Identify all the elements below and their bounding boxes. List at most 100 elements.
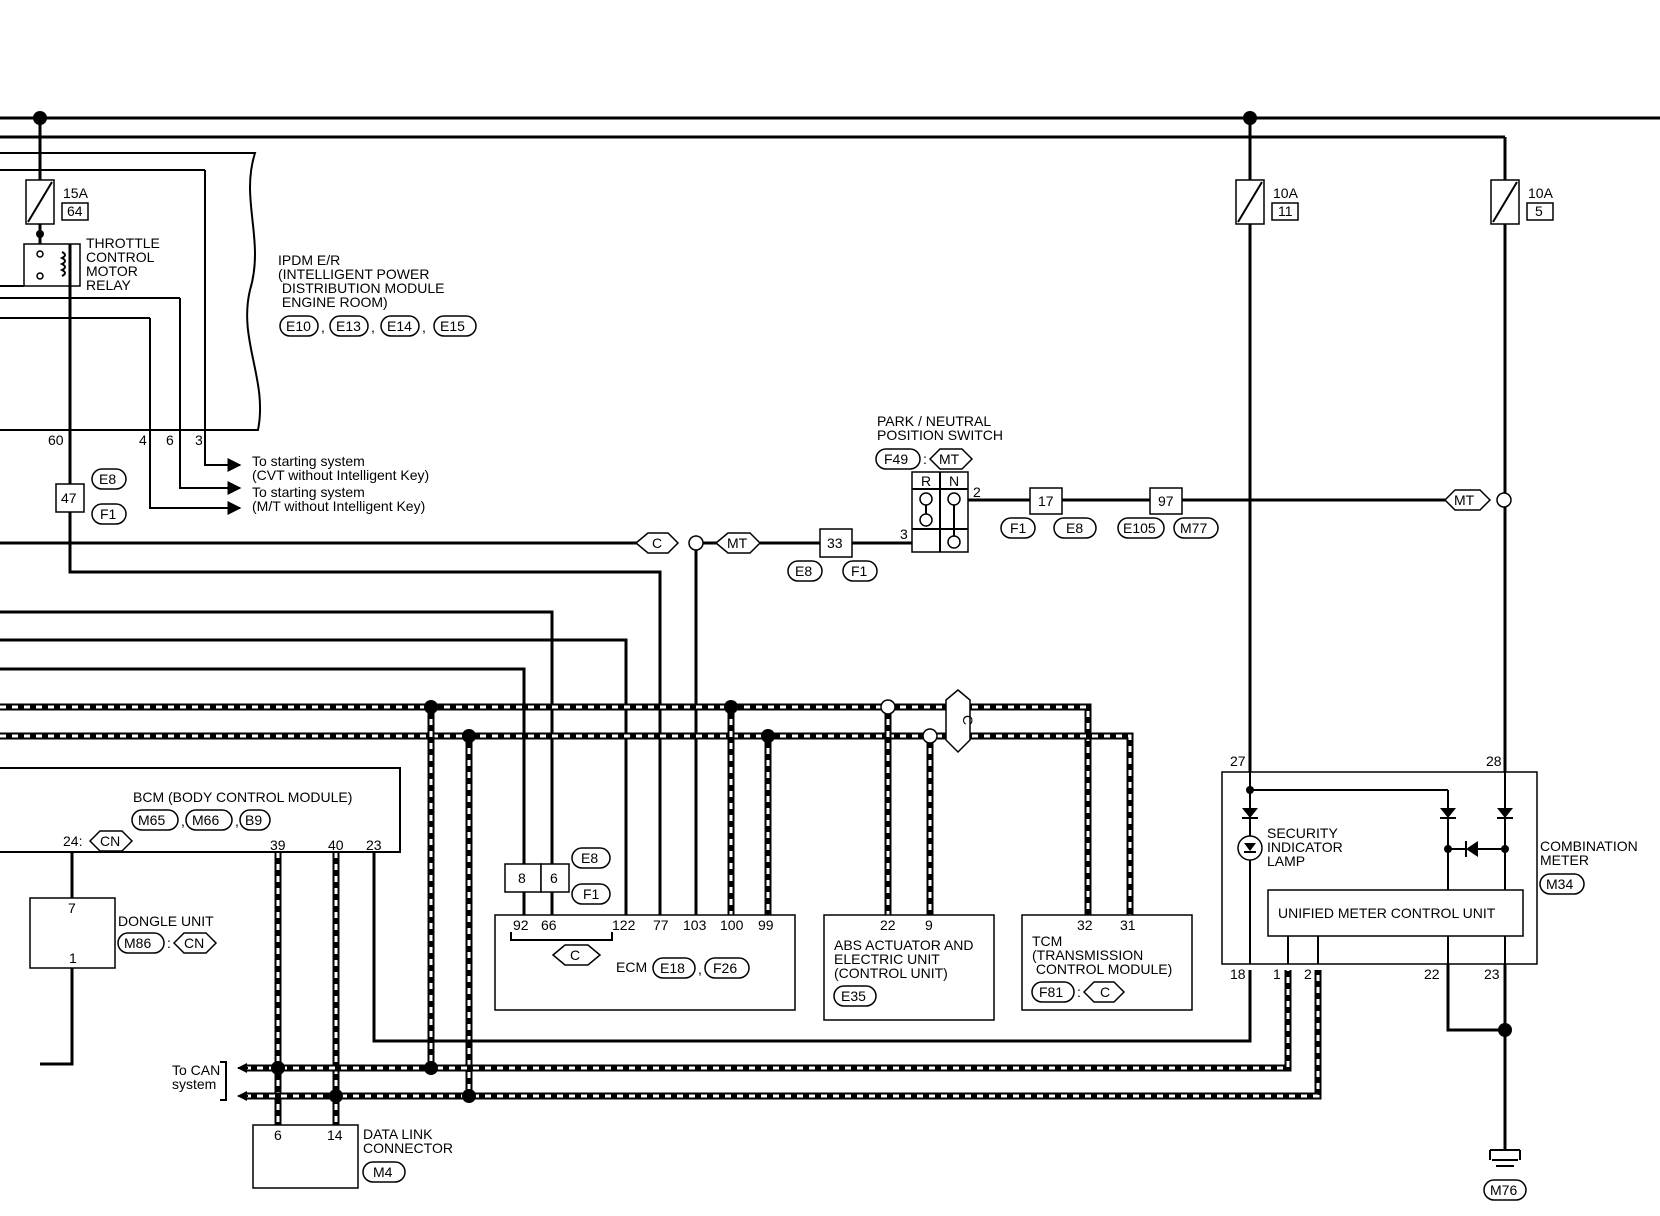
bcm-pin-40: 40 [328, 837, 344, 853]
ecm-pin-100: 100 [720, 917, 744, 933]
ipdm-title-4: ENGINE ROOM) [278, 294, 388, 310]
starting-cvt-2: (CVT without Intelligent Key) [252, 467, 429, 483]
pnp-title-1: PARK / NEUTRAL [877, 413, 991, 429]
dlc-title-1: DATA LINK [363, 1126, 433, 1142]
jc17-num: 17 [1038, 493, 1054, 509]
unified-meter-box [1267, 889, 1524, 937]
meter-pin-27: 27 [1230, 753, 1246, 769]
meter-title-2: METER [1540, 852, 1589, 868]
svg-text:,: , [422, 319, 426, 335]
meter-title-1: COMBINATION [1540, 838, 1638, 854]
pnp-switch [911, 471, 969, 553]
ecm-title: ECM [616, 959, 647, 975]
tcm-title-2: (TRANSMISSION [1032, 947, 1143, 963]
can-bus [0, 699, 1322, 1125]
ground-circuit [1446, 964, 1521, 1167]
starting-cvt-1: To starting system [252, 453, 365, 469]
abs-pin-9: 9 [925, 917, 933, 933]
dlc-conn: M4 [373, 1164, 393, 1180]
meter-unit: UNIFIED METER CONTROL UNIT [1278, 905, 1496, 921]
starting-mt-2: (M/T without Intelligent Key) [252, 498, 425, 514]
variant-c-4: C [1100, 984, 1110, 1000]
bcm-pin-24: 24: [63, 833, 82, 849]
ipdm-conn-e15: E15 [440, 318, 465, 334]
abs-title-2: ELECTRIC UNIT [834, 951, 940, 967]
variant-mt-1: MT [727, 535, 748, 551]
jc33-conn-e8: E8 [795, 563, 812, 579]
svg-text:,: , [321, 319, 325, 335]
meter-pin-23: 23 [1484, 966, 1500, 982]
can-label-1: To CAN [172, 1062, 220, 1078]
variant-cn-1: CN [100, 833, 120, 849]
ipdm-conn-e13: E13 [336, 318, 361, 334]
can-label-2: system [172, 1076, 216, 1092]
bcm-ecm-wires [0, 610, 628, 930]
ground-conn: M76 [1490, 1182, 1517, 1198]
pnp-title-2: POSITION SWITCH [877, 427, 1003, 443]
relay-label-2: CONTROL [86, 249, 155, 265]
ipdm-pin-3: 3 [195, 432, 203, 448]
tcm-pin-32: 32 [1077, 917, 1093, 933]
dlc-box [252, 1124, 359, 1189]
variant-cn-2: CN [184, 935, 204, 951]
abs-pin-22: 22 [880, 917, 896, 933]
relay-label-3: MOTOR [86, 263, 138, 279]
bcm-box [0, 767, 401, 853]
meter-pin-22: 22 [1424, 966, 1440, 982]
fuse-10a-5-amp: 10A [1528, 185, 1554, 201]
ecm-pin-99: 99 [758, 917, 774, 933]
variant-c-1: C [652, 535, 662, 551]
tcm-conn: F81 [1039, 984, 1063, 1000]
ipdm-pin-6: 6 [166, 432, 174, 448]
starting-system-wires [0, 169, 242, 515]
svg-text:,: , [181, 813, 185, 829]
abs-conn: E35 [841, 988, 866, 1004]
joint-connector-47 [55, 483, 85, 513]
variant-c-3: C [570, 947, 580, 963]
ecm-jc-8: 8 [518, 870, 526, 886]
dlc-pin-14: 14 [327, 1127, 343, 1143]
pnp-pin-2: 2 [973, 484, 981, 500]
ipdm-conn-e10: E10 [286, 318, 311, 334]
dongle-pin-7: 7 [68, 900, 76, 916]
starting-mt-1: To starting system [252, 484, 365, 500]
svg-text:,: , [371, 319, 375, 335]
ipdm-region [0, 118, 262, 540]
abs-title-3: (CONTROL UNIT) [834, 965, 948, 981]
abs-title-1: ABS ACTUATOR AND [834, 937, 974, 953]
pnp-n: N [949, 473, 959, 489]
meter-pin-2: 2 [1304, 966, 1312, 982]
ecm-pin-92: 92 [513, 917, 529, 933]
svg-text::: : [1077, 984, 1081, 1000]
power-bus [0, 111, 1660, 139]
tcm-pin-31: 31 [1120, 917, 1136, 933]
jc47-conn-f1: F1 [100, 506, 117, 522]
ecm-pin-122: 122 [612, 917, 636, 933]
meter-pin-1: 1 [1273, 966, 1281, 982]
relay-label-4: RELAY [86, 277, 132, 293]
bcm-conn-m65: M65 [138, 812, 165, 828]
svg-text::: : [923, 451, 927, 467]
dlc-title-2: CONNECTOR [363, 1140, 453, 1156]
fuse-15a-num: 64 [67, 203, 83, 219]
bcm-title: BCM (BODY CONTROL MODULE) [133, 789, 352, 805]
svg-text:,: , [235, 813, 239, 829]
ipdm-conn-e14: E14 [387, 318, 412, 334]
tcm-title-3: CONTROL MODULE) [1032, 961, 1172, 977]
bcm-pin-23: 23 [366, 837, 382, 853]
fuse-10a-5-num: 5 [1535, 203, 1543, 219]
ipdm-title-3: DISTRIBUTION MODULE [278, 280, 444, 296]
dongle-pin-1: 1 [69, 950, 77, 966]
jc33-num: 33 [827, 535, 843, 551]
jc47-num: 47 [61, 490, 77, 506]
variant-c-tag: C [634, 532, 680, 554]
dlc-pin-6: 6 [274, 1127, 282, 1143]
bcm-pin-39: 39 [270, 837, 286, 853]
svg-text::: : [167, 935, 171, 951]
jc97-num: 97 [1158, 493, 1174, 509]
jc33-conn-f1: F1 [851, 563, 868, 579]
fuse-10a-5-circuit [1490, 137, 1520, 790]
relay-icon [23, 243, 81, 287]
pnp-conn: F49 [884, 451, 908, 467]
